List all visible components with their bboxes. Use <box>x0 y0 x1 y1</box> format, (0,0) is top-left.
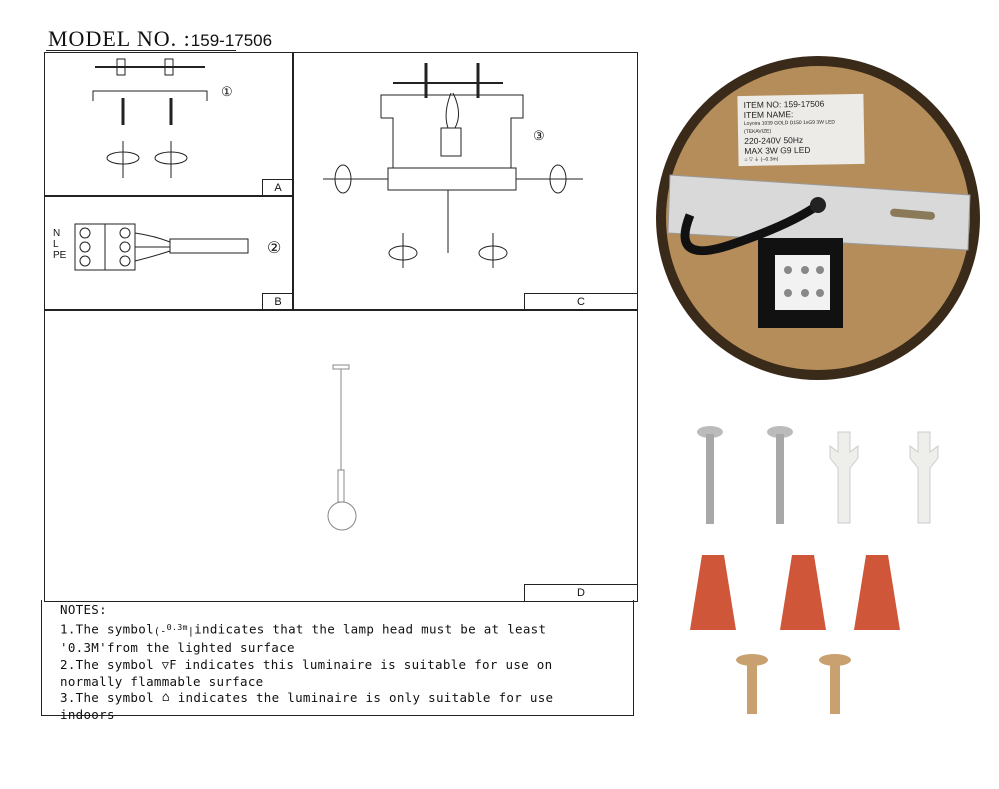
machine-screws <box>736 654 851 714</box>
wood-screws <box>697 426 793 524</box>
note-3: 3.The symbol ⌂ indicates the luminaire i… <box>60 690 615 723</box>
note-1-text: indicates that the lamp head must be at … <box>60 620 547 656</box>
indoor-house-icon: ⌂ <box>161 690 170 706</box>
item-name-value: Loyoira 1039 GOLD D150 1xG9 3W LED (TEKA… <box>743 119 836 135</box>
hardware-kit-photo <box>690 426 939 714</box>
distance-symbol-icon: (‑0.3m| <box>153 621 195 637</box>
step-1-marker: ① <box>221 85 233 100</box>
distance-value: 0.3m <box>166 621 188 632</box>
terminal-block-diagram <box>74 223 249 271</box>
wiring-labels: N L PE <box>53 228 66 261</box>
ceiling-mount-diagram <box>92 58 208 178</box>
note-3-text: indicates the luminaire is only suitable… <box>60 690 554 722</box>
certification-symbols: ⌂ ▽ ⏚ (‑‑0.3m| <box>744 156 779 163</box>
wire-nuts <box>690 555 900 630</box>
panel-a-label: A <box>262 179 293 196</box>
note-2-text: indicates this luminaire is suitable for… <box>60 656 553 689</box>
panel-b-label: B <box>262 293 293 310</box>
panel-d-label: D <box>524 584 637 601</box>
note-2: 2.The symbol ▽F indicates this luminaire… <box>60 657 615 690</box>
step-2-marker: ② <box>267 238 282 257</box>
panel-d: D <box>44 309 638 602</box>
panel-a: ① A <box>44 52 294 197</box>
wall-anchors <box>829 431 939 524</box>
model-number-title: MODEL NO. :159-17506 <box>48 26 272 52</box>
model-number: 159-17506 <box>190 31 273 50</box>
note-1-prefix: 1.The symbol <box>60 620 154 636</box>
pendant-lamp-illustration <box>327 364 357 531</box>
step-3-marker: ③ <box>533 129 545 144</box>
panel-c: ③ C <box>292 52 638 311</box>
label-distance: 0.3m <box>765 156 777 163</box>
live-label: L <box>53 239 59 250</box>
note-3-prefix: 3.The symbol <box>60 690 154 706</box>
neutral-label: N <box>53 228 61 239</box>
title-underline <box>46 50 236 51</box>
cable <box>680 201 821 256</box>
panel-b: N L PE ② B <box>44 195 294 311</box>
model-label: MODEL NO. : <box>48 26 191 51</box>
flammable-surface-icon: ▽F <box>161 658 177 673</box>
canopy-assembly-diagram <box>323 63 583 268</box>
notes-section: NOTES: 1.The symbol(‑0.3m|indicates that… <box>41 600 634 722</box>
earth-label: PE <box>53 250 67 261</box>
note-2-prefix: 2.The symbol <box>60 656 154 672</box>
notes-heading: NOTES: <box>60 602 107 617</box>
flammable-symbol-letter: F <box>169 658 177 673</box>
note-1: 1.The symbol(‑0.3m|indicates that the la… <box>60 619 615 657</box>
panel-c-label: C <box>524 293 637 310</box>
product-label: ITEM NO: 159-17506 ITEM NAME: Loyoira 10… <box>737 93 865 167</box>
